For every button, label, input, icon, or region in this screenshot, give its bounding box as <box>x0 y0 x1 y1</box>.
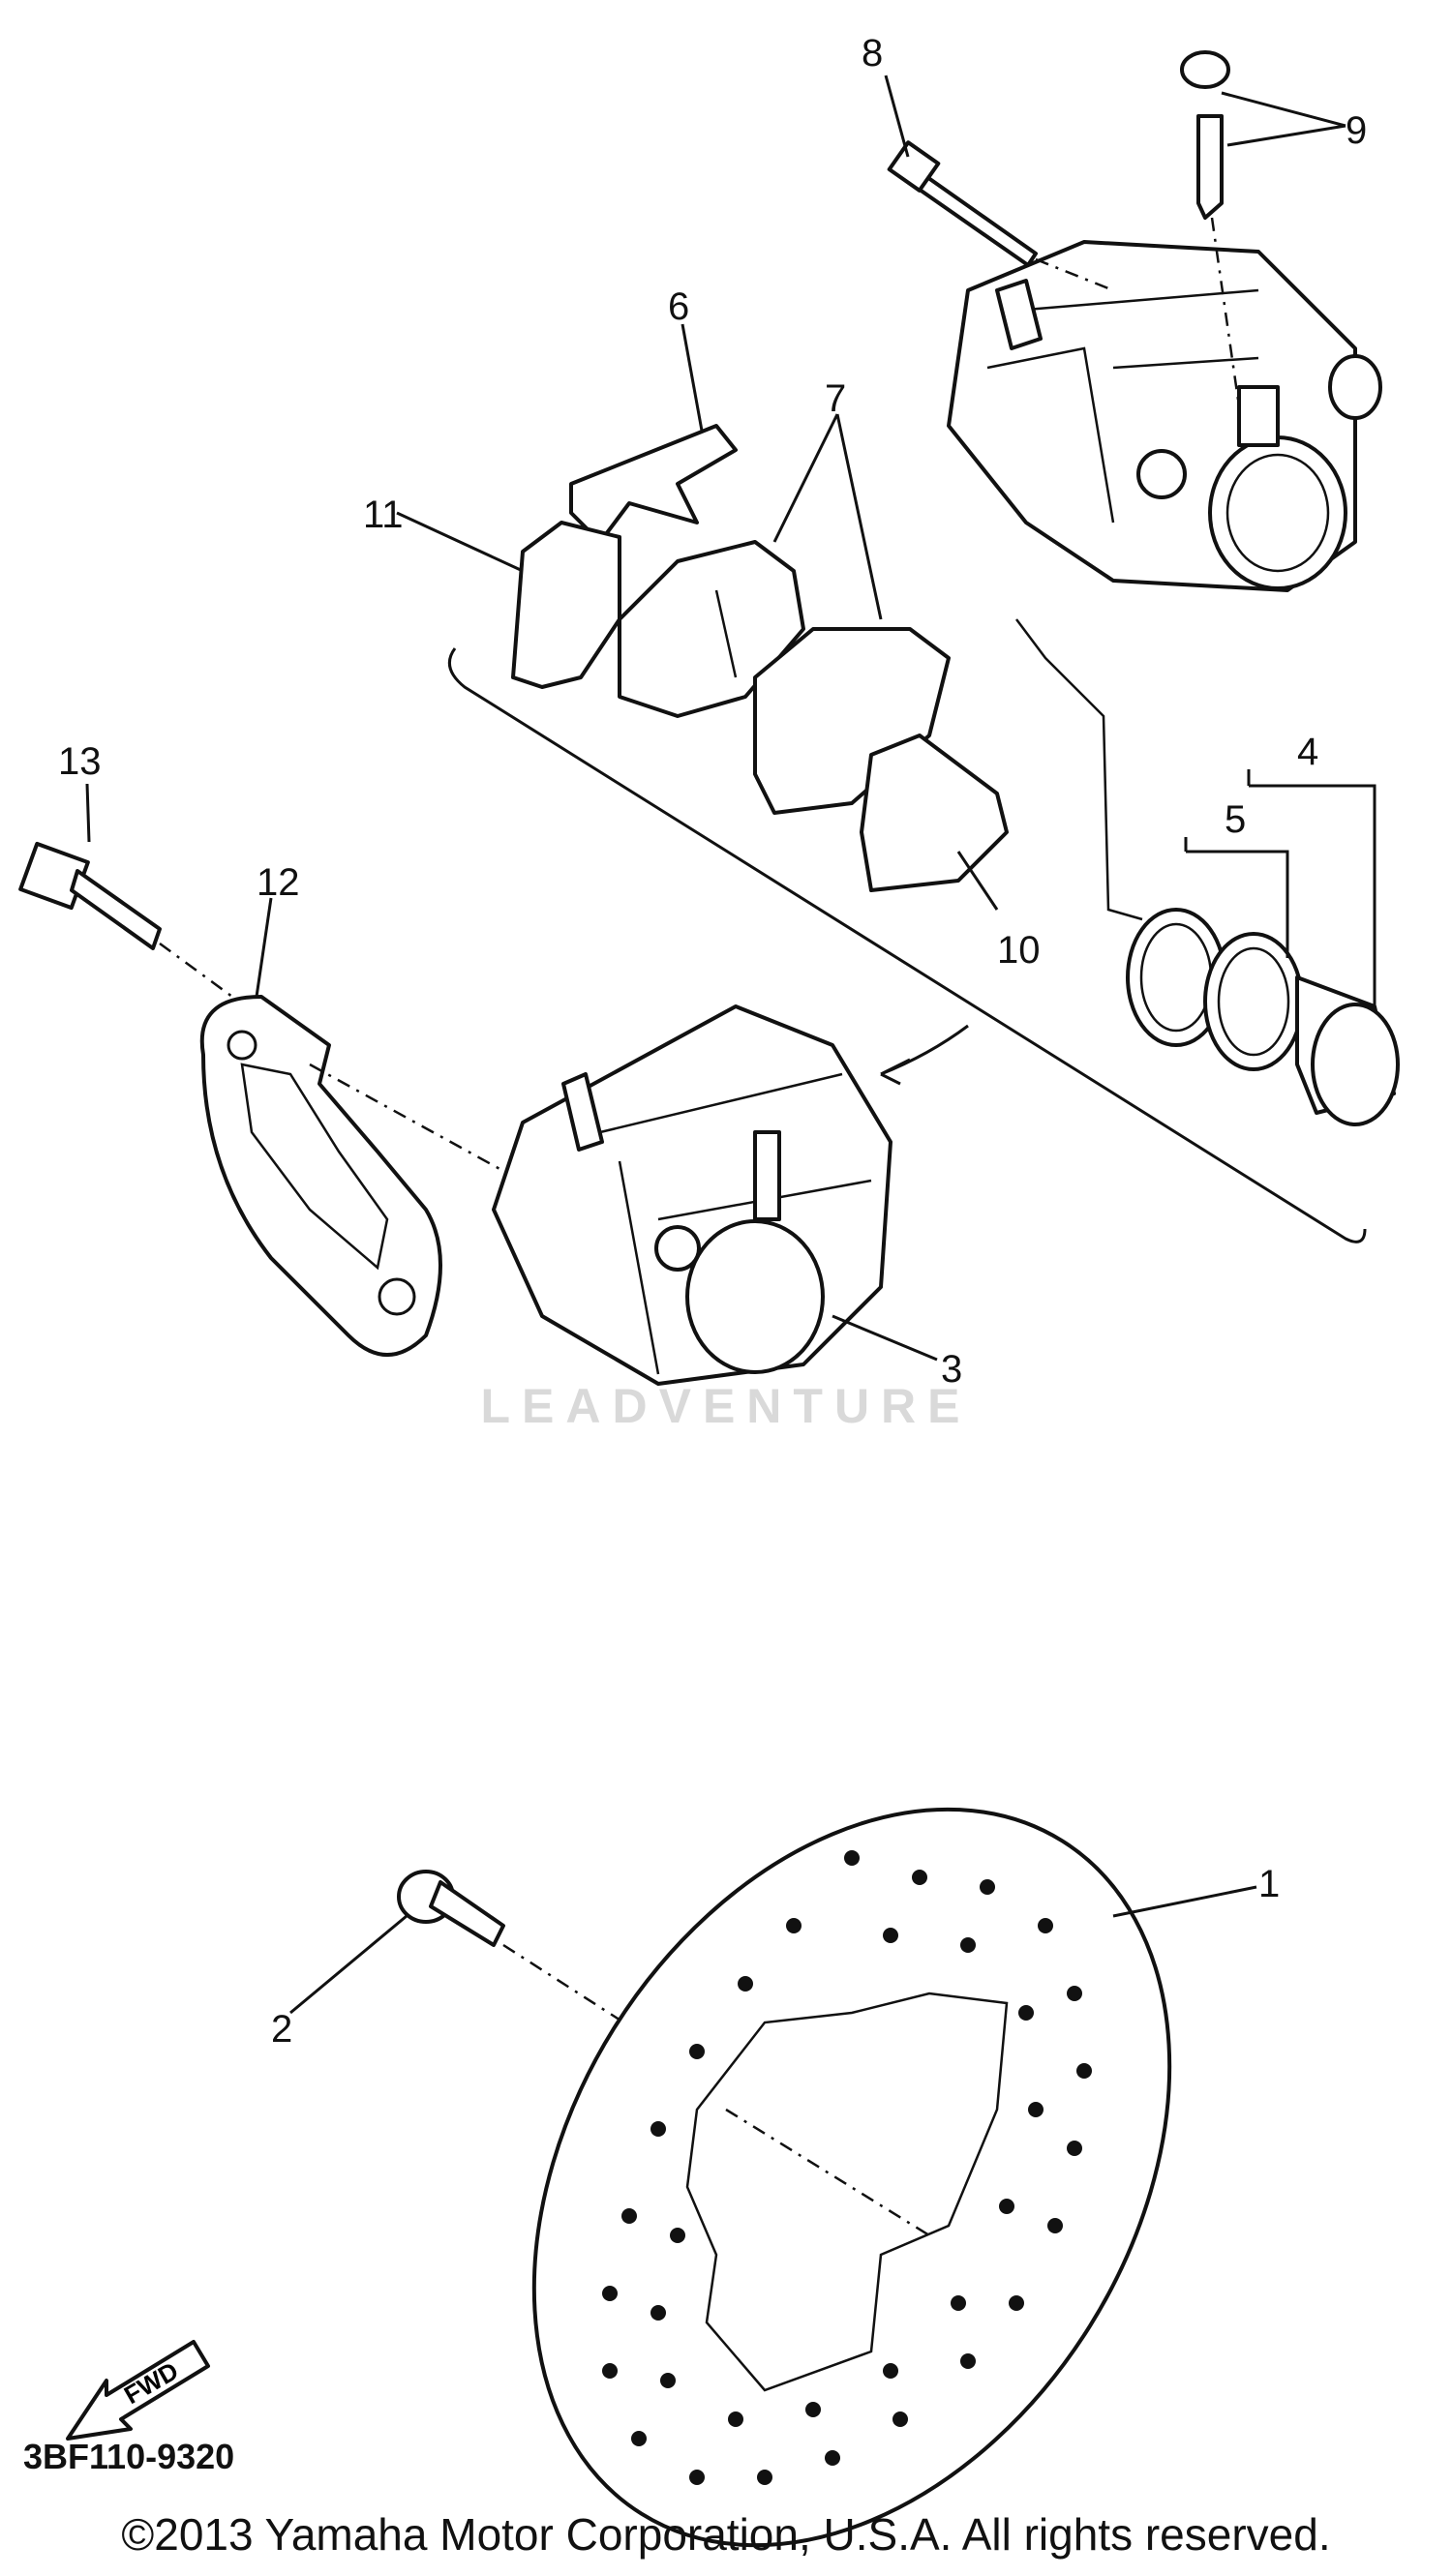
watermark: LEADVENTURE <box>480 1379 972 1433</box>
callout-6: 6 <box>668 285 689 328</box>
part-12-bracket <box>199 995 442 1357</box>
part-2-disc-bolt <box>397 1870 640 2034</box>
part-13-bolt <box>18 841 233 999</box>
diagram-code: 3BF110-9320 <box>23 2437 235 2476</box>
leader-lines <box>85 75 1376 2015</box>
callout-3: 3 <box>941 1348 962 1391</box>
part-7-brake-pads <box>618 540 951 815</box>
callout-9: 9 <box>1346 109 1367 152</box>
part-10-shim <box>860 734 1009 892</box>
callout-12: 12 <box>257 861 300 904</box>
callout-8: 8 <box>862 32 883 75</box>
caliper-exploded <box>947 240 1382 592</box>
callout-5: 5 <box>1225 798 1246 841</box>
callout-13: 13 <box>58 740 102 783</box>
subassembly-arrow <box>880 1024 969 1086</box>
part-9-bleed-screw <box>1180 50 1241 407</box>
callout-7: 7 <box>825 377 846 420</box>
part-11-shim <box>511 521 621 689</box>
callout-11: 11 <box>363 494 404 536</box>
fwd-arrow-icon: FWD <box>66 2340 210 2441</box>
part-4-5-piston-seals <box>1015 618 1400 1126</box>
copyright-notice: ©2013 Yamaha Motor Corporation, U.S.A. A… <box>121 2509 1331 2560</box>
callout-2: 2 <box>271 2008 292 2051</box>
subassembly-bracket <box>447 647 1367 1243</box>
part-6-pad-spring <box>569 424 738 544</box>
part-8-bolt <box>887 140 1114 292</box>
part-1-brake-disc <box>531 1807 1172 2548</box>
callouts: 1 2 3 4 5 6 7 8 9 10 11 12 13 <box>58 32 1367 2051</box>
part-3-caliper-assembly <box>309 1004 892 1386</box>
callout-10: 10 <box>997 929 1041 972</box>
callout-4: 4 <box>1297 731 1318 773</box>
callout-1: 1 <box>1258 1863 1280 1905</box>
